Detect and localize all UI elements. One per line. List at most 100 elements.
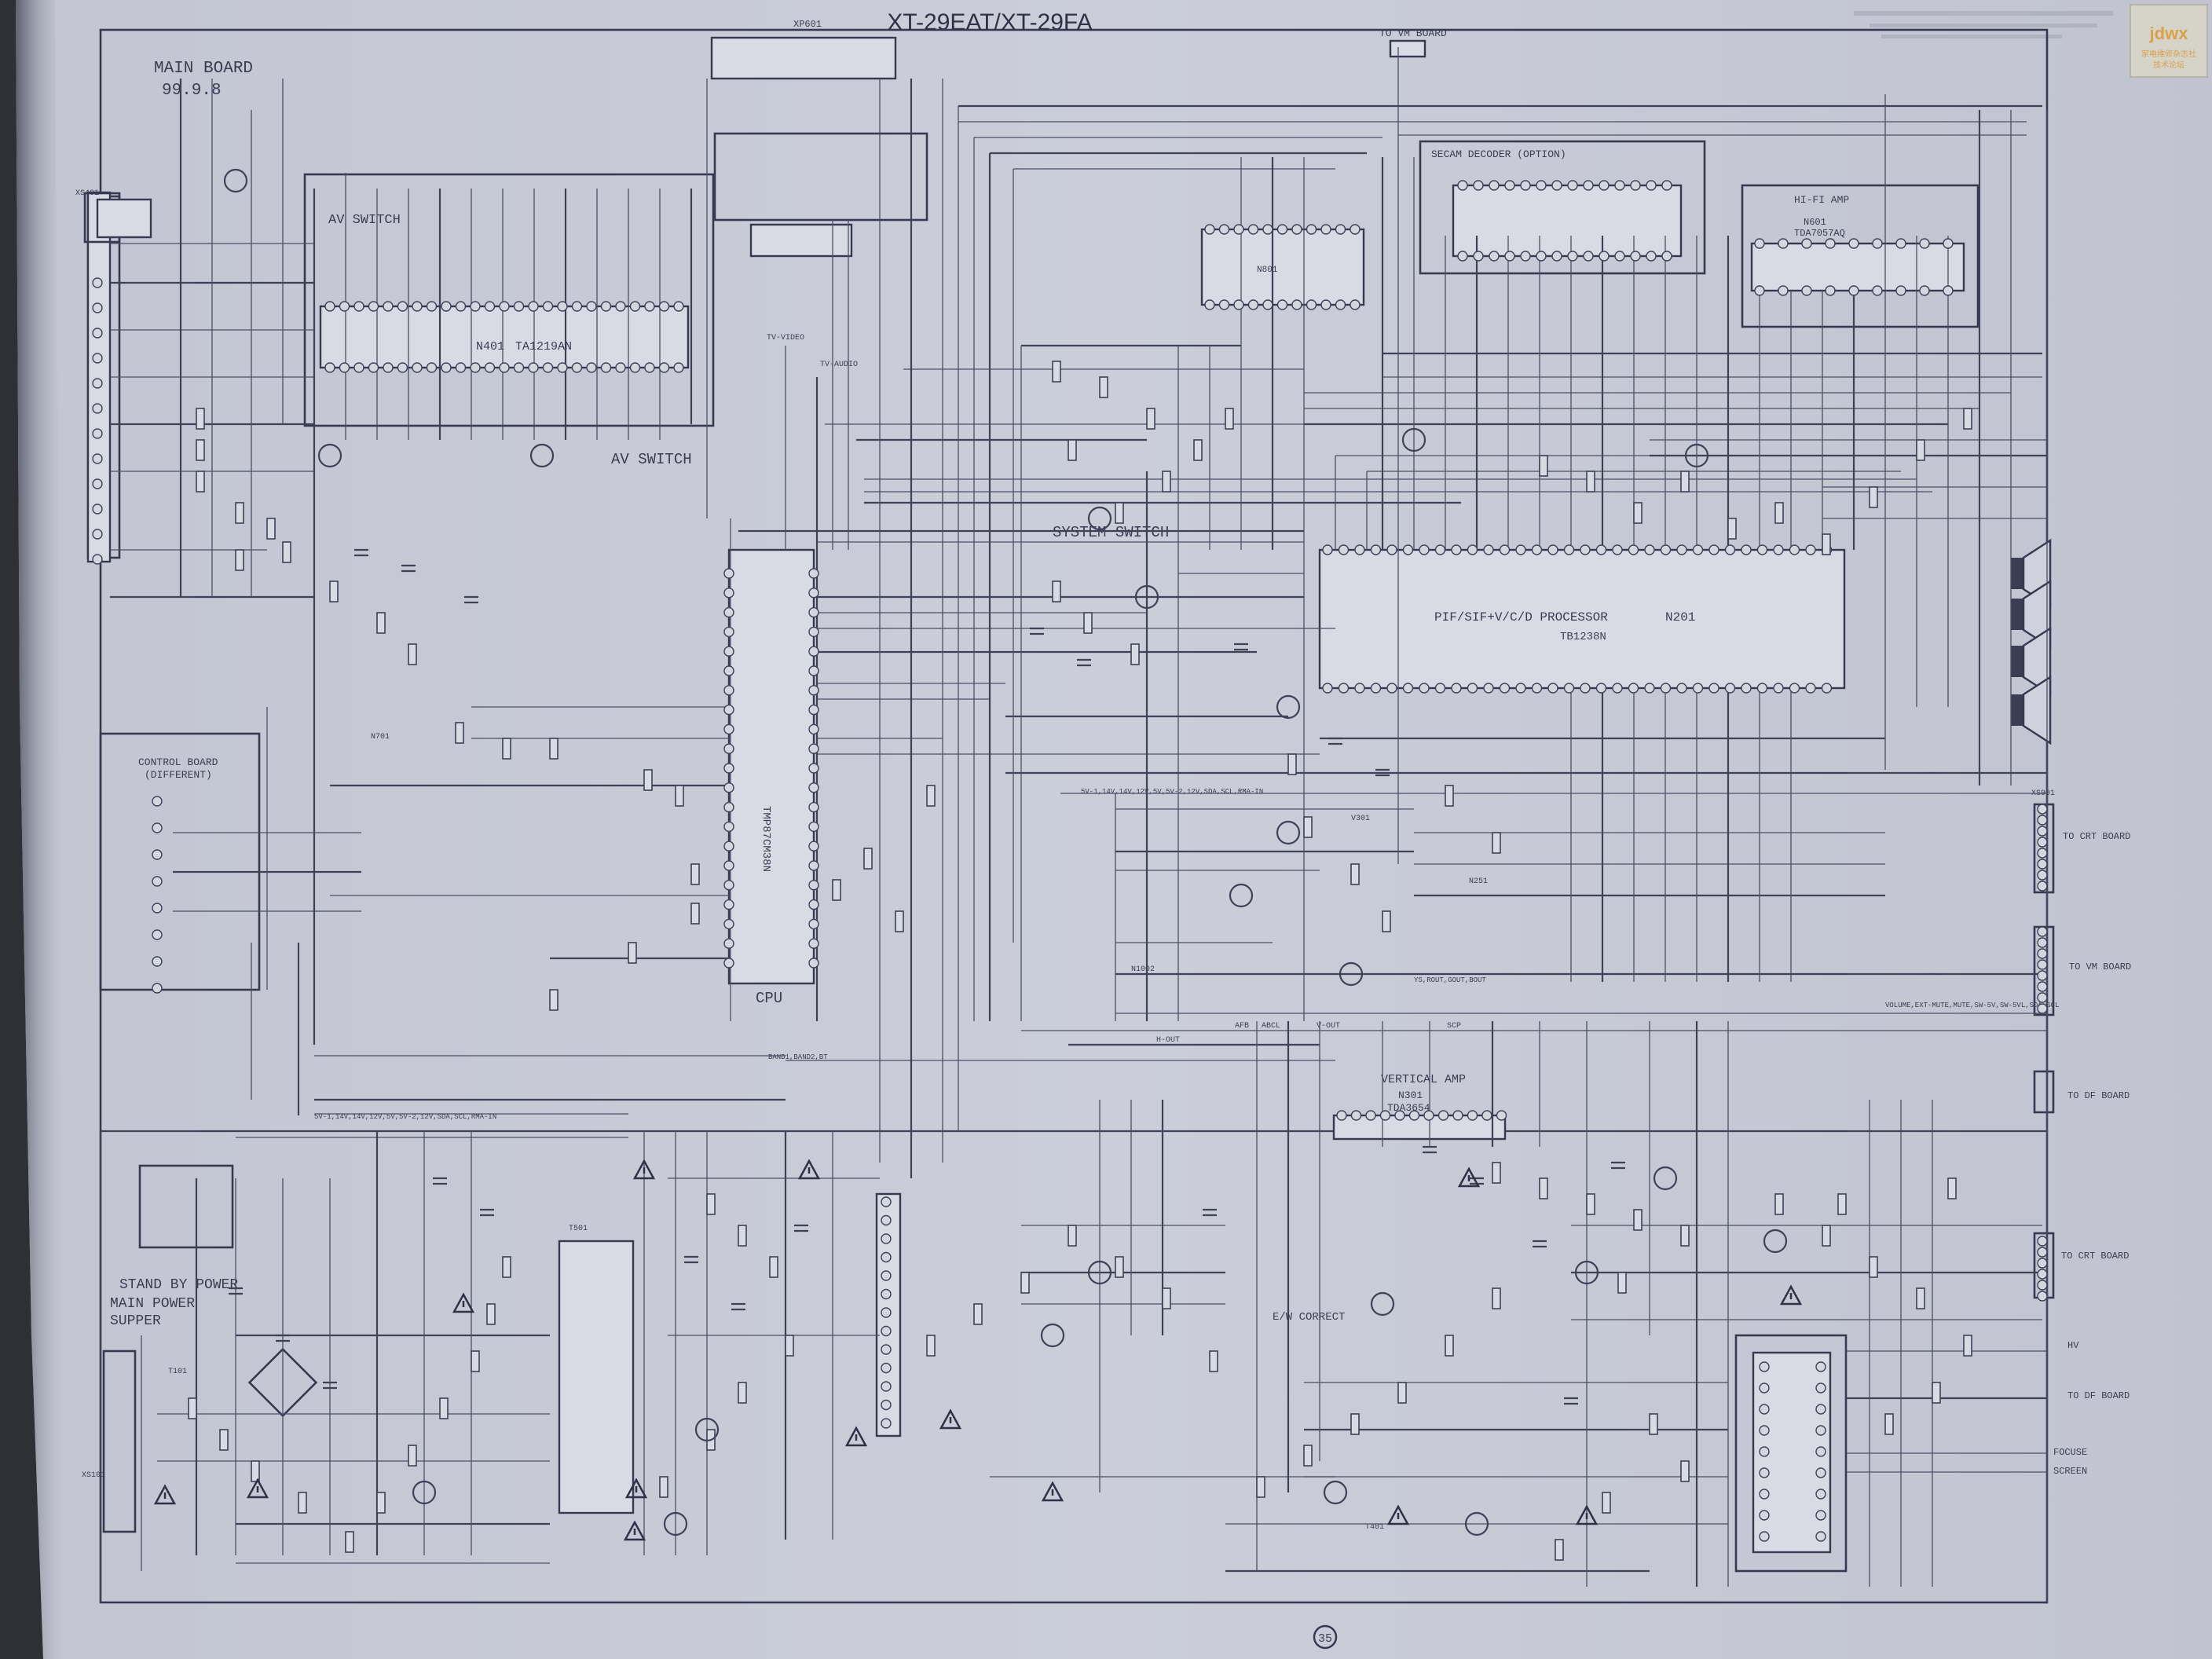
upper-switch-pin-top [1350, 224, 1361, 235]
hifi-pin-bottom [1848, 285, 1859, 296]
resistor [1068, 1225, 1077, 1247]
av-switch-pin-bottom [557, 362, 568, 373]
audio-interface-block [713, 132, 928, 222]
resistor [1617, 1272, 1627, 1294]
cpu-pin-right [808, 743, 819, 754]
cpu-pin-left [723, 626, 734, 638]
resistor [1586, 471, 1595, 493]
h-out-signal: H-OUT [1156, 1036, 1180, 1045]
hifi-pin-bottom [1801, 285, 1812, 296]
resistor [1727, 518, 1737, 540]
resistor [502, 738, 511, 760]
resistor [1869, 1256, 1878, 1278]
resistor [1963, 408, 1972, 430]
pif-pin-bottom [1322, 683, 1333, 694]
pif-pin-top [1451, 544, 1462, 555]
resistor [1916, 1287, 1925, 1309]
resistor [1115, 502, 1124, 524]
vertical-amp-ic [1332, 1114, 1507, 1141]
focus-label: FOCUSE [2053, 1447, 2087, 1458]
upper-switch-pin-top [1291, 224, 1302, 235]
cpu-pin-right [808, 626, 819, 638]
upper-switch-pin-top [1233, 224, 1244, 235]
secam-pin-bottom [1551, 251, 1562, 262]
pif-pin-top [1547, 544, 1558, 555]
flyback-pin-right [1815, 1446, 1826, 1457]
main-power-label: MAIN POWER [110, 1296, 195, 1312]
pif-pin-top [1708, 544, 1719, 555]
resistor [1586, 1193, 1595, 1215]
av-jack-pin [92, 428, 103, 439]
resistor [1209, 1350, 1218, 1372]
pif-pin-bottom [1338, 683, 1350, 694]
screen-label: SCREEN [2053, 1466, 2087, 1477]
resistor [219, 1429, 229, 1451]
resistor [1225, 408, 1234, 430]
upper-switch-pin-bottom [1233, 299, 1244, 310]
pif-pin-bottom [1402, 683, 1414, 694]
pif-pin-bottom [1644, 683, 1655, 694]
av-switch-pin-bottom [397, 362, 408, 373]
cpu-pin-left [723, 606, 734, 618]
pif-pin-top [1402, 544, 1414, 555]
av-switch-pin-top [513, 301, 525, 312]
crt-connector-pin [2037, 870, 2048, 881]
tuner-pin [881, 1270, 892, 1281]
flyback-pin [1759, 1531, 1770, 1542]
av-switch-pin-top [528, 301, 539, 312]
tuner-pin [881, 1344, 892, 1355]
av-switch-pin-bottom [412, 362, 423, 373]
warning-triangle-icon [1386, 1504, 1410, 1525]
speaker-3-icon [2011, 626, 2052, 697]
cpu-pin-left [723, 646, 734, 657]
warning-triangle-icon [1041, 1481, 1064, 1502]
cpu-pin-right [808, 899, 819, 910]
pif-pin-bottom [1531, 683, 1543, 694]
resistor [1680, 471, 1690, 493]
resistor [455, 722, 464, 744]
hifi-pin-bottom [1943, 285, 1954, 296]
tuner-pin [881, 1196, 892, 1207]
av-switch-pin-top [426, 301, 438, 312]
av-switch-pin-bottom [441, 362, 452, 373]
control-board-key [152, 929, 163, 940]
hifi-pin-bottom [1919, 285, 1930, 296]
flyback-pin-right [1815, 1361, 1826, 1372]
to-crt-board-2-label: TO CRT BOARD [2061, 1251, 2129, 1262]
vertical-amp-ref: N301 [1398, 1090, 1423, 1101]
tuner-pin [881, 1399, 892, 1411]
tuner-pin [881, 1418, 892, 1429]
cpu-pin-right [808, 665, 819, 676]
crt2-connector-pin [2037, 1280, 2048, 1291]
crt2-connector-pin [2037, 1269, 2048, 1280]
cpu-pin-right [808, 646, 819, 657]
resistor [1555, 1539, 1564, 1561]
resistor [1052, 361, 1061, 383]
hifi-pin-bottom [1895, 285, 1906, 296]
resistor [1822, 1225, 1831, 1247]
pif-pin-bottom [1756, 683, 1768, 694]
cpu-ic [727, 548, 815, 985]
watermark-line1: 家电维修杂志社 [2141, 49, 2196, 59]
tuner-pin [881, 1251, 892, 1263]
hifi-pin-top [1943, 238, 1954, 249]
transistor [1401, 427, 1426, 452]
av-switch-pin-bottom [455, 362, 467, 373]
cpu-pin-left [723, 685, 734, 696]
resistor [345, 1531, 354, 1553]
resistor [235, 502, 244, 524]
resistor [628, 942, 637, 964]
av-jack-pin [92, 328, 103, 339]
speaker-2-icon [2011, 579, 2052, 650]
resistor [1303, 1445, 1313, 1467]
speaker-4-icon [2011, 675, 2052, 745]
resistor [1445, 785, 1454, 807]
resistor [266, 518, 276, 540]
transistor [1087, 506, 1112, 531]
to-df-board-2-label: TO DF BOARD [2067, 1390, 2130, 1401]
pif-pin-top [1612, 544, 1623, 555]
hifi-pin-top [1754, 238, 1765, 249]
pif-pin-bottom [1386, 683, 1397, 694]
pif-pin-top [1419, 544, 1430, 555]
secam-decoder-region [1419, 140, 1706, 275]
